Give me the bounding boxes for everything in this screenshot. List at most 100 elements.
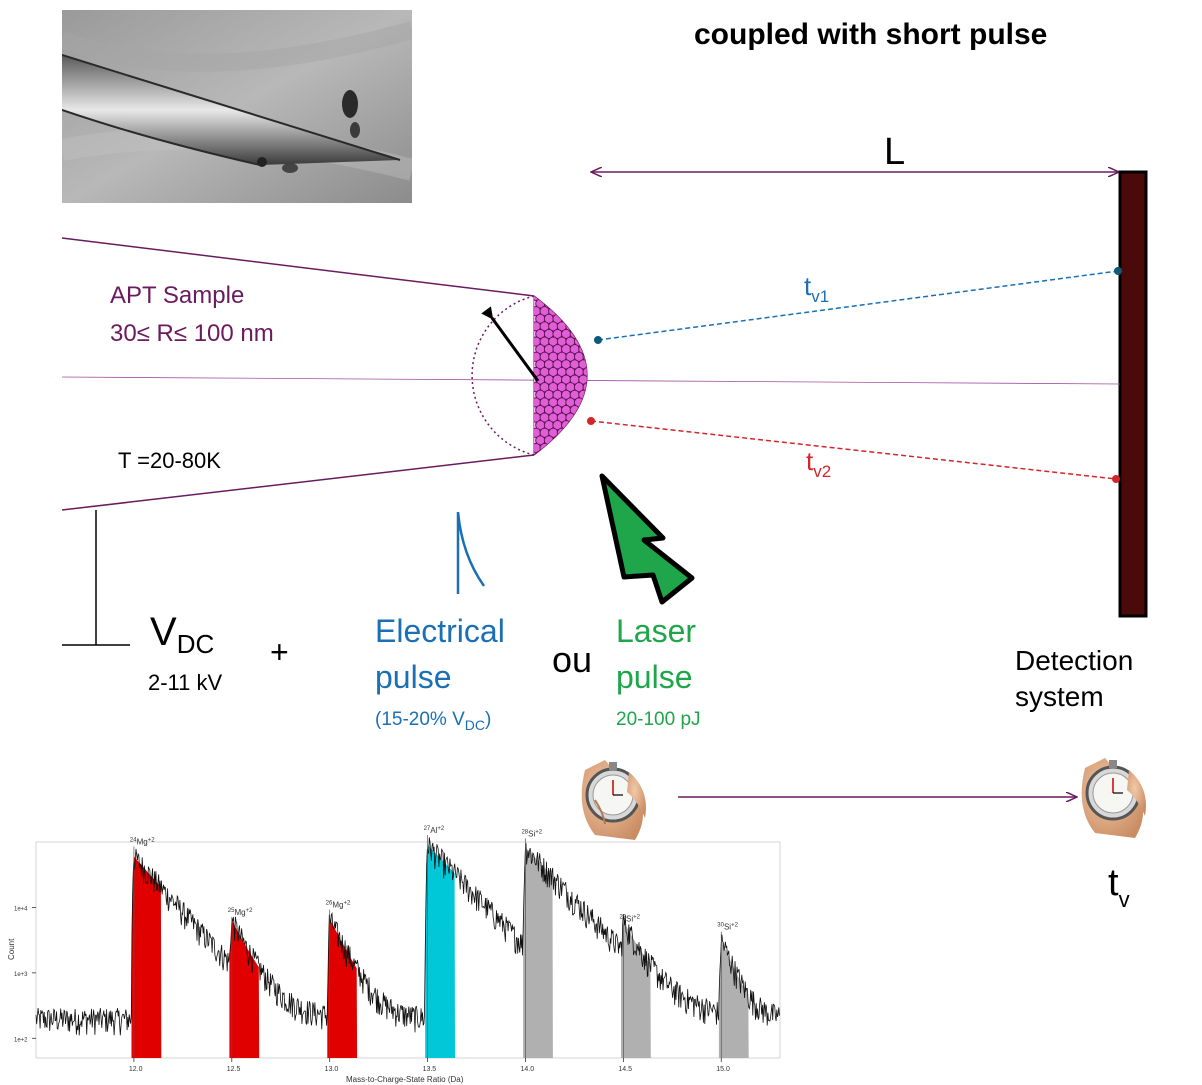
x-tick-label: 13.5 <box>423 1066 437 1073</box>
sample-temperature: T =20-80K <box>118 448 221 473</box>
page-title: coupled with short pulse <box>694 18 1047 51</box>
tip-atom <box>578 374 587 385</box>
laser-pulse-energy: 20-100 pJ <box>616 709 701 730</box>
tip-atom <box>582 366 587 378</box>
tip-atom <box>586 435 587 446</box>
peak-label: 30Si+2 <box>717 923 738 932</box>
tip-atom <box>552 435 563 446</box>
tip-atom <box>605 360 614 369</box>
tip-atom <box>605 451 614 460</box>
stopwatch-icon <box>581 760 646 840</box>
flight-time-label: tv <box>1108 862 1130 912</box>
x-tick-label: 12.5 <box>227 1066 241 1073</box>
ion-trajectory-1 <box>594 267 1122 344</box>
tip-atom <box>573 427 585 438</box>
tip-atom <box>592 352 601 361</box>
tip-atom <box>592 428 601 437</box>
tip-atom <box>582 306 587 317</box>
tip-atom <box>586 374 587 385</box>
laser-pulse-line2: pulse <box>616 659 693 695</box>
x-tick-label: 15.0 <box>716 1066 730 1073</box>
flight-time-1-label: tv1 <box>804 271 829 306</box>
voltage-symbol: VDC <box>150 610 214 659</box>
electrical-pulse-note: (15-20% VDC) <box>375 709 491 733</box>
tip-atom <box>600 383 609 392</box>
tip-atom <box>578 298 587 309</box>
tip-atom <box>548 296 559 302</box>
tip-atom <box>565 296 576 302</box>
tip-atom <box>565 427 576 438</box>
detector-label-line2: system <box>1015 681 1104 712</box>
tip-atom <box>556 296 567 302</box>
mass-spectrum-chart: 24Mg+225Mg+226Mg+227Al+228Si+229Si+230Si… <box>7 826 781 1084</box>
tip-atom <box>565 306 576 317</box>
tip-atom <box>592 367 601 376</box>
tip-atom <box>582 397 587 408</box>
detector-label-line1: Detection <box>1015 645 1133 676</box>
tip-atom <box>561 298 572 309</box>
x-tick-label: 14.5 <box>618 1066 632 1073</box>
electrical-pulse-line1: Electrical <box>375 613 505 649</box>
electrical-pulse-line2: pulse <box>375 659 452 695</box>
tip-atom <box>582 442 587 454</box>
tip-atom <box>552 450 563 455</box>
tip-atom <box>582 336 587 347</box>
voltage-source <box>62 510 130 646</box>
tip-atom <box>600 291 609 300</box>
sample-radius: 30≤ R≤ 100 nm <box>110 320 274 347</box>
tip-atom <box>605 436 614 445</box>
tip-atom <box>586 344 587 355</box>
tip-atom <box>592 383 601 392</box>
tip-atom <box>573 442 585 454</box>
spectrum-trace <box>35 837 780 1036</box>
peak-fill-28si <box>523 847 553 1058</box>
peak-fill-29si <box>621 921 651 1058</box>
tip-atom <box>600 428 609 437</box>
tip-atom <box>578 435 587 446</box>
tip-atom <box>600 322 609 331</box>
peak-fill-25mg <box>229 920 260 1058</box>
y-axis-label: Count <box>7 938 16 960</box>
tip-atom <box>596 436 605 445</box>
tip-micrograph-image <box>62 10 412 203</box>
tip-atom <box>539 296 550 302</box>
tip-atom <box>573 321 585 332</box>
tip-atom <box>605 299 614 308</box>
y-tick-label: 1e+4 <box>14 906 28 912</box>
tip-atom <box>600 413 609 422</box>
tip-atom <box>605 405 614 414</box>
tip-atom <box>578 420 587 431</box>
tip-atom <box>592 443 601 452</box>
or-connector: ou <box>552 639 592 680</box>
tip-atom <box>592 291 601 300</box>
laser-pulse-line1: Laser <box>616 613 696 649</box>
tip-atoms <box>534 291 614 460</box>
tip-atom <box>561 450 572 455</box>
peak-fill-27al <box>425 844 455 1058</box>
tip-atom <box>600 352 609 361</box>
tip-atom <box>539 442 550 454</box>
tip-atom <box>586 389 587 400</box>
tip-atom <box>569 435 580 446</box>
tip-atom <box>561 435 572 446</box>
tip-atom <box>578 404 587 416</box>
x-tick-label: 12.0 <box>129 1066 143 1073</box>
flight-distance-label: L <box>884 131 905 173</box>
peak-label: 28Si+2 <box>521 829 542 838</box>
ion-trajectory-2 <box>587 417 1120 483</box>
peak-label: 27Al+2 <box>424 826 445 835</box>
tip-atom <box>596 345 605 354</box>
x-tick-label: 13.0 <box>325 1066 339 1073</box>
peak-label: 29Si+2 <box>619 914 640 923</box>
tip-atom <box>582 321 587 332</box>
tip-atom <box>586 450 587 455</box>
tip-atom <box>578 328 587 340</box>
peak-fill-26mg <box>327 918 358 1058</box>
tip-atom <box>552 298 563 309</box>
tip-atom <box>596 451 605 460</box>
tip-atom <box>556 427 567 438</box>
tip-atom <box>556 442 567 454</box>
y-tick-label: 1e+2 <box>14 1037 28 1043</box>
tip-atom <box>573 296 585 302</box>
